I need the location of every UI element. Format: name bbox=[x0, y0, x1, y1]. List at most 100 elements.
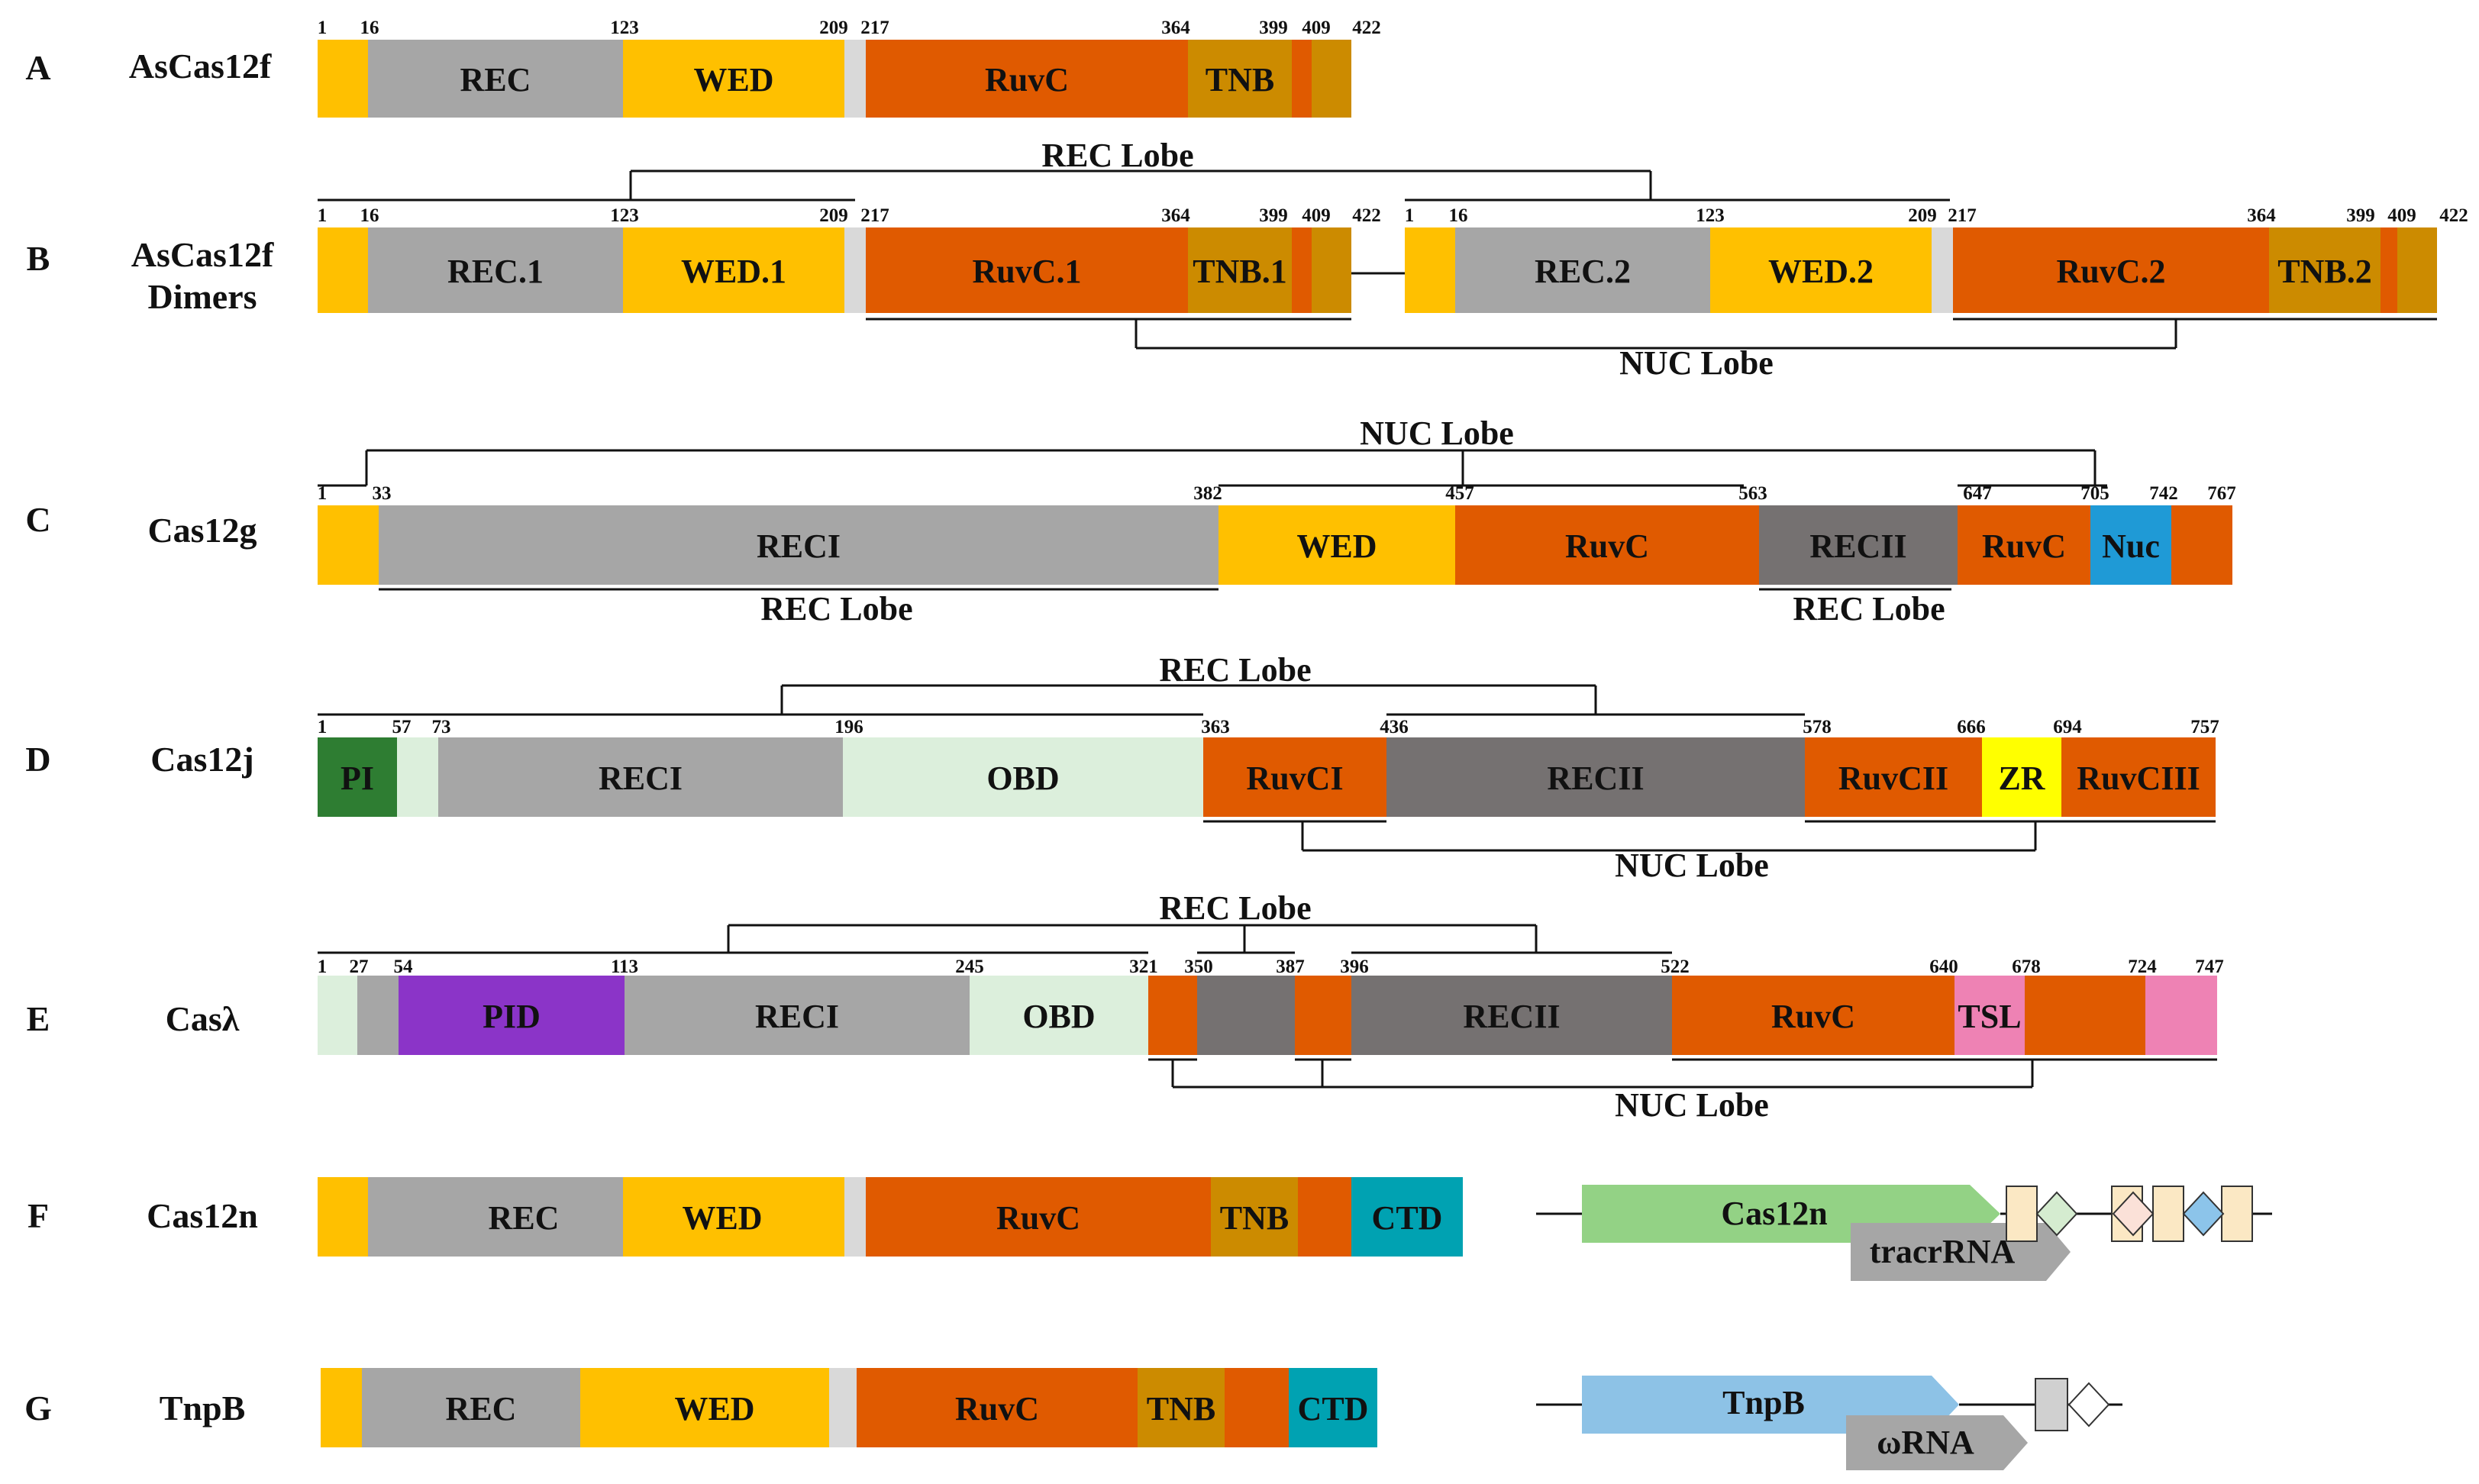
domain-A-5 bbox=[1188, 40, 1292, 118]
domain-label-D-8: RuvCIII bbox=[2077, 760, 2200, 797]
residue-number-B-0: 1 bbox=[318, 205, 328, 226]
residue-number-E-2: 54 bbox=[394, 957, 414, 977]
G-rna-label: ωRNA bbox=[1877, 1424, 1974, 1461]
residue-number-A-8: 422 bbox=[1352, 18, 1381, 38]
residue-number-C-8: 767 bbox=[2207, 483, 2236, 504]
domain-B-6 bbox=[1292, 227, 1312, 313]
domain-E-7 bbox=[1295, 976, 1351, 1055]
domain-B-14 bbox=[2381, 227, 2397, 313]
domain-D-5 bbox=[1386, 737, 1805, 817]
residue-number-E-0: 1 bbox=[318, 957, 328, 977]
residue-number-D-9: 757 bbox=[2190, 717, 2219, 737]
domain-label-F-1: REC bbox=[489, 1199, 560, 1237]
residue-number-D-0: 1 bbox=[318, 717, 328, 737]
residue-number-E-11: 678 bbox=[2012, 957, 2041, 977]
domain-B-1 bbox=[368, 227, 623, 313]
domain-label-E-2: PID bbox=[483, 998, 541, 1035]
row-letter-F: F bbox=[27, 1196, 49, 1235]
residue-number-E-13: 747 bbox=[2195, 957, 2224, 977]
G-spacer-diamond bbox=[2067, 1382, 2110, 1428]
domain-B-15 bbox=[2397, 227, 2437, 313]
domain-label-E-10: TSL bbox=[1958, 998, 2021, 1035]
F-spacer-diamond-2 bbox=[2182, 1191, 2225, 1237]
domain-A-7 bbox=[1312, 40, 1351, 118]
residue-number-B-2: 123 bbox=[610, 205, 639, 226]
residue-number-B-16: 409 bbox=[2387, 205, 2416, 226]
domain-C-7 bbox=[2171, 505, 2232, 585]
F-gene-label: Cas12n bbox=[1721, 1195, 1827, 1232]
residue-number-D-4: 363 bbox=[1201, 717, 1230, 737]
residue-number-A-4: 217 bbox=[860, 18, 889, 38]
C-rec-lobe-label-1: REC Lobe bbox=[760, 590, 912, 627]
domain-E-11 bbox=[2025, 976, 2145, 1055]
domain-D-1 bbox=[397, 737, 438, 817]
protein-name-E: Casλ bbox=[166, 999, 240, 1038]
domain-label-C-6: Nuc bbox=[2102, 527, 2160, 565]
residue-number-A-3: 209 bbox=[819, 18, 848, 38]
domain-label-F-5: TNB bbox=[1220, 1199, 1289, 1237]
residue-number-B-12: 209 bbox=[1908, 205, 1937, 226]
residue-number-E-5: 321 bbox=[1129, 957, 1158, 977]
domain-label-E-9: RuvC bbox=[1771, 998, 1855, 1035]
domain-label-C-5: RuvC bbox=[1982, 527, 2066, 565]
protein-name-B: Dimers bbox=[147, 277, 257, 316]
G-repeat-box bbox=[2035, 1378, 2068, 1431]
domain-label-C-3: RuvC bbox=[1565, 527, 1649, 565]
domain-F-0 bbox=[318, 1177, 368, 1257]
domain-D-6 bbox=[1805, 737, 1982, 817]
domain-F-4 bbox=[866, 1177, 1211, 1257]
domain-label-C-4: RECII bbox=[1809, 527, 1906, 565]
residue-number-D-3: 196 bbox=[834, 717, 863, 737]
domain-label-B-10: WED.2 bbox=[1768, 253, 1874, 290]
domain-D-3 bbox=[843, 737, 1203, 817]
domain-label-E-8: RECII bbox=[1463, 998, 1560, 1035]
domain-label-B-1: REC.1 bbox=[447, 253, 544, 290]
domain-F-3 bbox=[844, 1177, 866, 1257]
domain-D-0 bbox=[318, 737, 397, 817]
residue-number-C-0: 1 bbox=[318, 483, 328, 504]
domain-A-0 bbox=[318, 40, 368, 118]
domain-E-8 bbox=[1351, 976, 1672, 1055]
domain-C-3 bbox=[1455, 505, 1759, 585]
C-rec-lobe-label-2: REC Lobe bbox=[1793, 590, 1945, 627]
residue-number-D-7: 666 bbox=[1957, 717, 1986, 737]
domain-label-D-5: RECII bbox=[1547, 760, 1644, 797]
domain-G-2 bbox=[580, 1368, 829, 1447]
E-nuc-lobe-label: NUC Lobe bbox=[1615, 1086, 1769, 1124]
domain-label-G-7: CTD bbox=[1298, 1390, 1369, 1428]
F-spacer-diamond-1 bbox=[2112, 1191, 2155, 1237]
residue-number-C-7: 742 bbox=[2149, 483, 2178, 504]
row-letter-C: C bbox=[25, 500, 50, 539]
F-repeat-box-3 bbox=[2152, 1186, 2184, 1242]
domain-F-2 bbox=[623, 1177, 844, 1257]
domain-A-6 bbox=[1292, 40, 1312, 118]
domain-label-G-2: WED bbox=[674, 1390, 754, 1428]
residue-number-D-1: 57 bbox=[392, 717, 412, 737]
domain-E-10 bbox=[1954, 976, 2025, 1055]
domain-D-7 bbox=[1982, 737, 2061, 817]
residue-number-E-10: 640 bbox=[1929, 957, 1958, 977]
protein-name-D: Cas12j bbox=[150, 740, 253, 779]
domain-label-D-6: RuvCII bbox=[1838, 760, 1948, 797]
F-rna-label: tracrRNA bbox=[1870, 1233, 2016, 1270]
residue-number-E-8: 396 bbox=[1340, 957, 1369, 977]
domain-B-3 bbox=[844, 227, 866, 313]
domain-A-1 bbox=[368, 40, 623, 118]
domain-label-C-1: RECI bbox=[757, 527, 841, 565]
domain-label-B-2: WED.1 bbox=[681, 253, 786, 290]
domain-label-F-2: WED bbox=[682, 1199, 762, 1237]
domain-C-5 bbox=[1958, 505, 2090, 585]
domain-G-3 bbox=[829, 1368, 857, 1447]
domain-E-5 bbox=[1148, 976, 1197, 1055]
domain-C-1 bbox=[379, 505, 1219, 585]
domain-label-C-2: WED bbox=[1296, 527, 1377, 565]
domain-label-F-4: RuvC bbox=[996, 1199, 1080, 1237]
domain-label-A-2: WED bbox=[693, 61, 773, 98]
protein-name-B: AsCas12f bbox=[131, 235, 274, 274]
domain-E-2 bbox=[399, 976, 625, 1055]
residue-number-D-6: 578 bbox=[1803, 717, 1832, 737]
D-rec-lobe-label: REC Lobe bbox=[1159, 651, 1311, 689]
residue-number-B-9: 1 bbox=[1405, 205, 1415, 226]
domain-label-D-2: RECI bbox=[599, 760, 683, 797]
